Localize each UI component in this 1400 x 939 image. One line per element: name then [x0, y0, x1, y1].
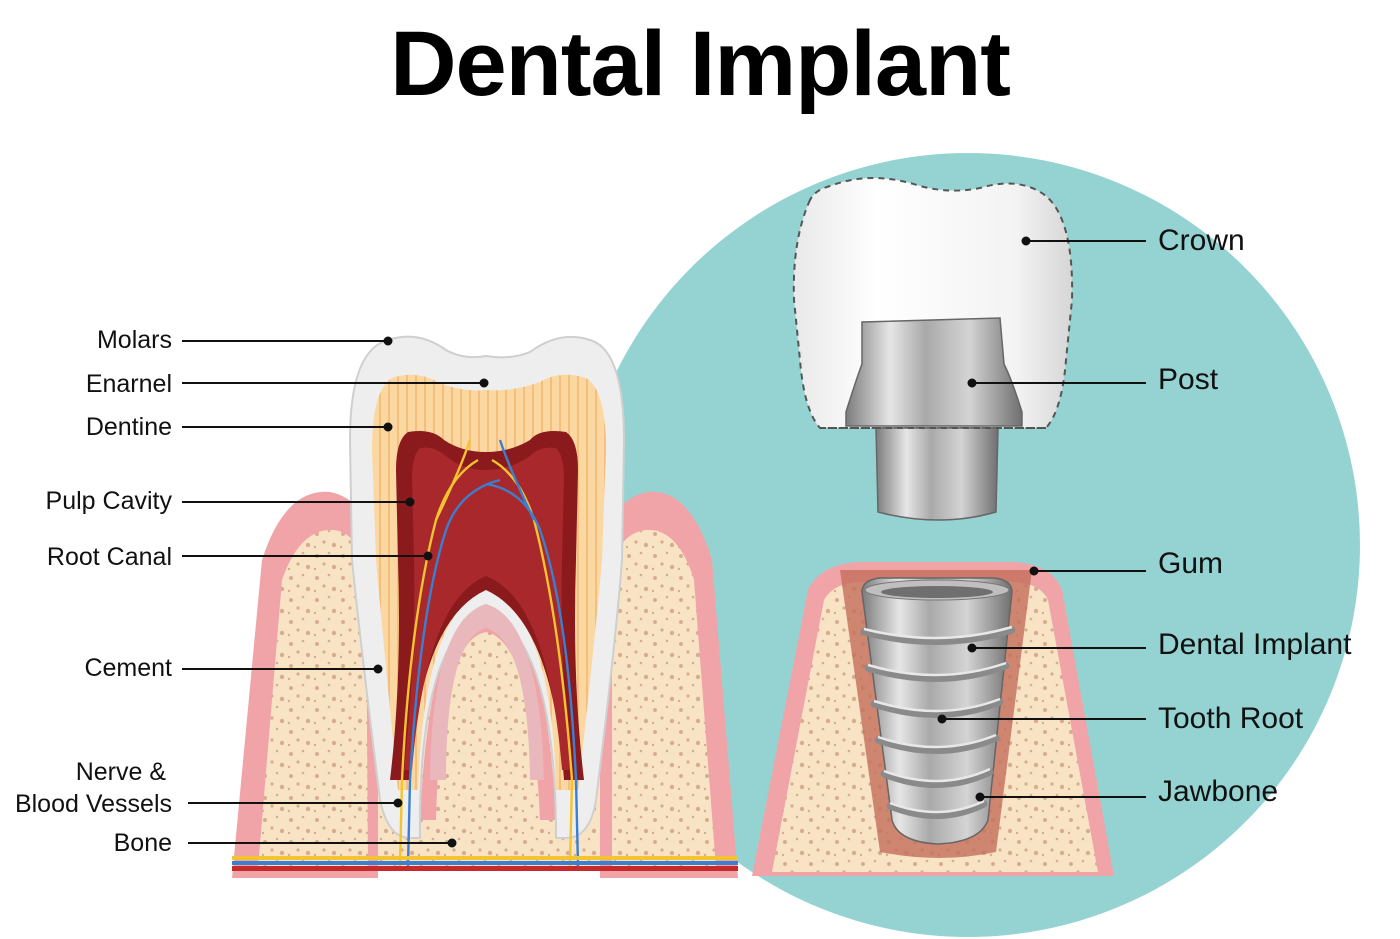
- leader-lines: [182, 236, 1146, 848]
- background-circle: [576, 153, 1360, 937]
- label-enamel: Enarnel: [85, 370, 172, 398]
- label-tooth-root: Tooth Root: [1158, 702, 1304, 735]
- label-bone: Bone: [113, 829, 172, 857]
- implant-assembly: [752, 177, 1114, 876]
- page-title: Dental Implant: [390, 13, 1011, 115]
- implant-top-hole: [881, 586, 993, 598]
- label-dental-implant: Dental Implant: [1158, 628, 1352, 661]
- label-post: Post: [1158, 363, 1219, 396]
- bone-left: [258, 529, 368, 868]
- implant-threads-highlight: [863, 625, 1013, 814]
- base-stripe-blue: [232, 861, 738, 865]
- post-lower: [875, 427, 999, 521]
- label-cement: Cement: [84, 654, 172, 682]
- label-gum: Gum: [1158, 547, 1224, 580]
- label-nerve-line1: Nerve &: [75, 758, 166, 786]
- post-upper: [845, 317, 1023, 427]
- bone-right: [612, 529, 716, 868]
- label-jawbone: Jawbone: [1158, 775, 1279, 808]
- nerve-vessels: [398, 439, 580, 867]
- label-crown: Crown: [1158, 224, 1245, 257]
- base-stripe-red: [232, 866, 738, 871]
- label-pulp-cavity: Pulp Cavity: [45, 487, 172, 515]
- root-arch: [430, 604, 544, 780]
- label-root-canal: Root Canal: [46, 543, 172, 571]
- implant-threads: [860, 626, 1016, 820]
- label-molars: Molars: [96, 326, 172, 354]
- base-stripe-yellow: [232, 856, 738, 860]
- label-nerve-line2: Blood Vessels: [14, 790, 172, 818]
- molar-cross-section: [232, 335, 738, 878]
- label-dentine: Dentine: [85, 413, 172, 441]
